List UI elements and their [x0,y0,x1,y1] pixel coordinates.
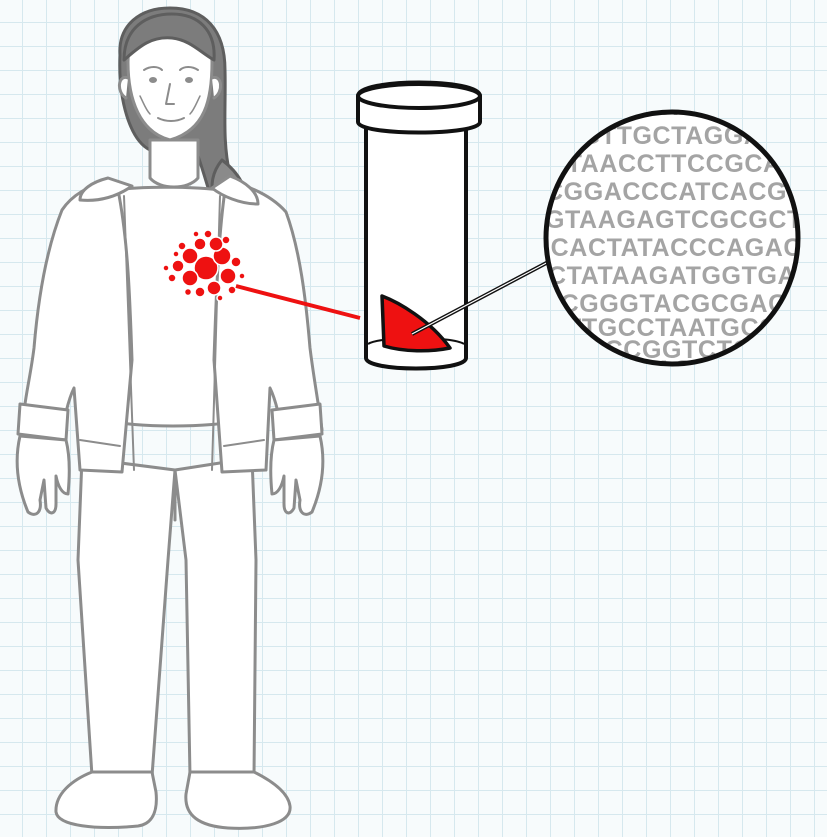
right-leg [175,458,256,776]
sample-vial-icon [358,83,480,369]
left-leg [78,458,175,776]
right-shoe [186,772,290,828]
right-hand [271,436,323,514]
left-shoe [56,772,156,827]
person-figure [17,8,323,828]
dna-line: GTCTCAAGG [584,93,751,121]
dna-line: GTAAGAGTCGCGCTC [545,206,822,234]
dna-line: CTAACCTTCCGCAC [548,150,800,178]
neck [150,140,198,187]
dna-line: CGGACCCATCACGC [545,178,806,206]
left-cuff [18,404,68,440]
left-hand [17,436,69,514]
right-cuff [272,404,322,440]
dna-sequence: GTCTCAAGG CGTTGCTAGGAG CTAACCTTCCGCAC CG… [532,93,822,384]
dna-line: CTATAAGATGGTGAT [548,262,810,290]
magnifier-circle-icon: GTCTCAAGG CGTTGCTAGGAG CTAACCTTCCGCAC CG… [532,93,822,384]
dna-line: ACACTATACCCAGACC [532,234,821,262]
